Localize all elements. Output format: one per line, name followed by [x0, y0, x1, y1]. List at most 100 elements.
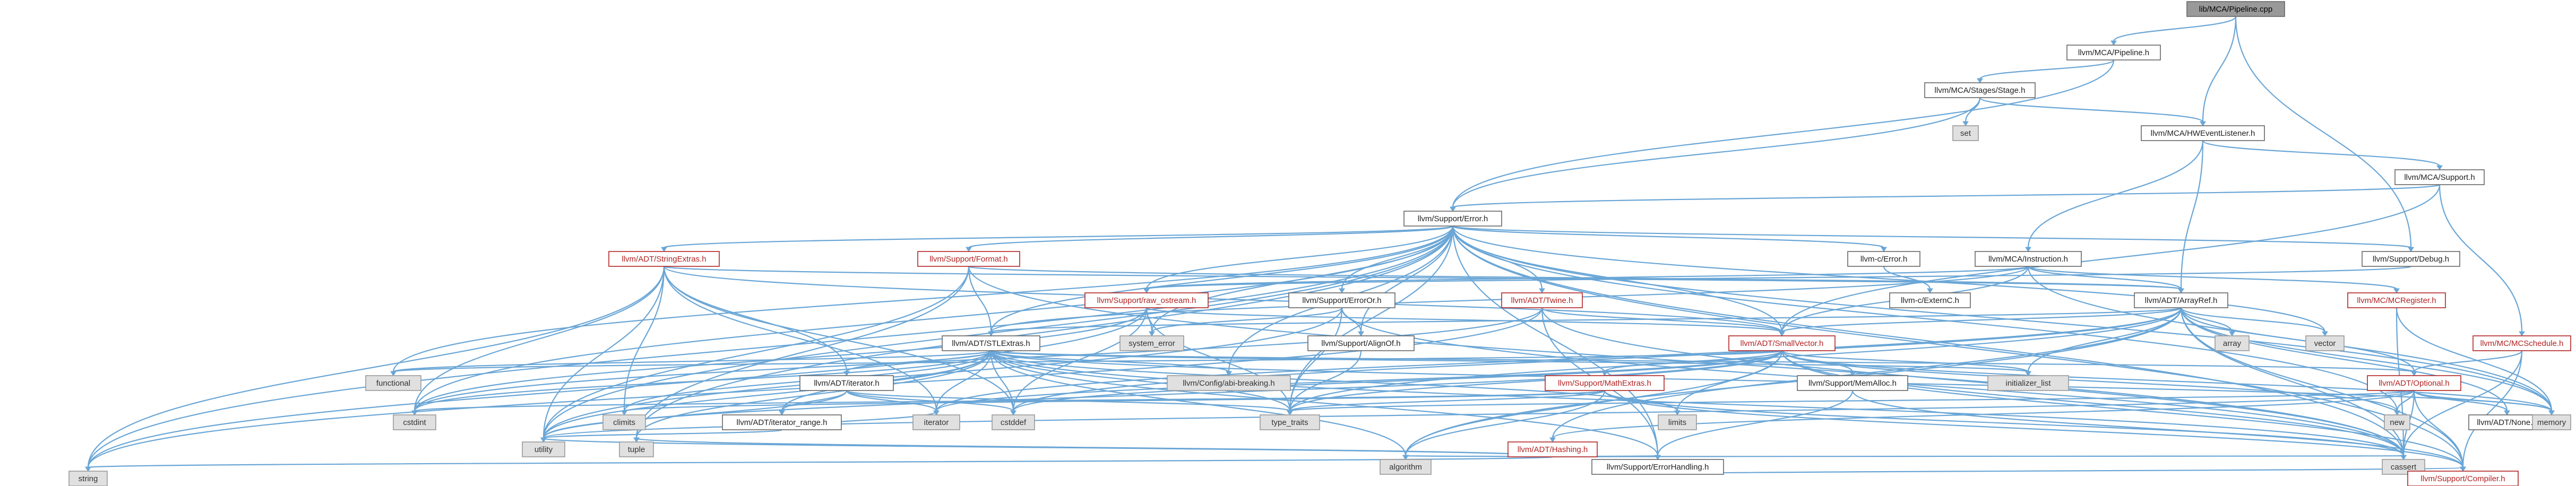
graph-edge [1452, 225, 2553, 412]
graph-edge [1541, 307, 1783, 333]
graph-node-hwevent-h[interactable]: llvm/MCA/HWEventListener.h [2141, 125, 2265, 141]
graph-node-stage-h[interactable]: llvm/MCA/Stages/Stage.h [1924, 82, 2036, 98]
graph-node-string: string [68, 471, 108, 486]
graph-node-iterator-h[interactable]: llvm/ADT/iterator.h [799, 375, 894, 391]
graph-node-format-h[interactable]: llvm/Support/Format.h [917, 251, 1020, 267]
graph-node-arrayref-h[interactable]: llvm/ADT/ArrayRef.h [2134, 292, 2228, 308]
graph-node-optional-h[interactable]: llvm/ADT/Optional.h [2367, 375, 2461, 391]
graph-node-label: limits [1668, 418, 1686, 427]
graph-node-box [1797, 375, 1908, 391]
graph-edge [2413, 390, 2553, 412]
graph-node-label: set [1960, 129, 1971, 138]
graph-node-c-externc-h[interactable]: llvm-c/ExternC.h [1889, 292, 1971, 308]
graph-edge-arrowhead [2460, 466, 2466, 472]
graph-node-cstdint: cstdint [393, 414, 436, 430]
graph-edge [392, 350, 1783, 373]
graph-edge [413, 266, 665, 412]
graph-edge-arrowhead [1143, 288, 1150, 293]
graph-edge [1552, 390, 2415, 439]
graph-node-box [1260, 414, 1320, 430]
graph-edge-arrowhead [1402, 455, 1409, 460]
graph-node-box [992, 414, 1035, 430]
graph-node-box [1545, 375, 1665, 391]
graph-node-hashing-h[interactable]: llvm/ADT/Hashing.h [1507, 441, 1598, 457]
graph-edge [846, 389, 1014, 412]
graph-edge [663, 266, 848, 372]
graph-edge [1145, 307, 1291, 412]
graph-node-label: string [79, 474, 98, 483]
graph-edge [1452, 59, 2115, 208]
graph-node-compiler-h[interactable]: llvm/Support/Compiler.h [2407, 471, 2519, 486]
graph-node-error-h[interactable]: llvm/Support/Error.h [1403, 211, 1502, 227]
graph-edge-arrowhead [1010, 410, 1016, 415]
graph-node-support-h[interactable]: llvm/MCA/Support.h [2394, 169, 2485, 185]
graph-node-box [2407, 471, 2519, 486]
graph-node-erroror-h[interactable]: llvm/Support/ErrorOr.h [1288, 292, 1395, 308]
graph-node-box [912, 414, 960, 430]
graph-edge [1851, 390, 2464, 468]
graph-edge [2113, 16, 2237, 42]
graph-node-mcschedule-h[interactable]: llvm/MC/MCSchedule.h [2472, 335, 2571, 351]
graph-node-c-error-h[interactable]: llvm-c/Error.h [1847, 251, 1920, 267]
graph-node-twine-h[interactable]: llvm/ADT/Twine.h [1501, 292, 1583, 308]
graph-node-smallvector-h[interactable]: llvm/ADT/SmallVector.h [1728, 335, 1836, 351]
graph-node-box [1952, 125, 1979, 141]
graph-node-memalloc-h[interactable]: llvm/Support/MemAlloc.h [1797, 375, 1908, 391]
graph-node-raw-ostream-h[interactable]: llvm/Support/raw_ostream.h [1084, 292, 1209, 308]
graph-node-climits: climits [602, 414, 646, 430]
graph-edge [542, 225, 1454, 439]
graph-edge-arrowhead [779, 410, 785, 415]
graph-node-stringextras-h[interactable]: llvm/ADT/StringExtras.h [608, 251, 720, 267]
graph-edge [990, 350, 1678, 412]
graph-node-mathextras-h[interactable]: llvm/Support/MathExtras.h [1545, 375, 1665, 391]
graph-node-label: system_error [1128, 339, 1175, 348]
graph-nodes: lib/MCA/Pipeline.cpp llvm/MCA/Pipeline.h l… [68, 1, 2571, 486]
graph-node-box [1307, 335, 1415, 351]
graph-edge [846, 390, 937, 412]
graph-node-tuple: tuple [619, 441, 654, 457]
graph-node-pipeline-h[interactable]: llvm/MCA/Pipeline.h [2066, 45, 2161, 60]
graph-edge-arrowhead [621, 410, 627, 415]
graph-edge-arrowhead [2110, 40, 2117, 46]
graph-edge [1151, 307, 1343, 333]
graph-edge [990, 350, 1659, 456]
graph-node-instruction-h[interactable]: llvm/MCA/Instruction.h [1975, 251, 2082, 267]
graph-node-label: llvm/Support/ErrorHandling.h [1607, 463, 1709, 472]
graph-edge-arrowhead [1779, 331, 1785, 336]
graph-edge [1405, 390, 1606, 456]
graph-edge-arrowhead [2411, 371, 2417, 376]
graph-node-label: cassert [2391, 463, 2417, 472]
graph-node-stlextras-h[interactable]: llvm/ADT/STLExtras.h [942, 335, 1040, 351]
graph-node-alignof-h[interactable]: llvm/Support/AlignOf.h [1307, 335, 1415, 351]
graph-node-label: llvm-c/Error.h [1860, 255, 1907, 264]
graph-edge [2027, 307, 2182, 372]
graph-node-root[interactable]: lib/MCA/Pipeline.cpp [2186, 1, 2285, 17]
graph-node-iterator-range-h[interactable]: llvm/ADT/iterator_range.h [722, 414, 842, 430]
graph-node-label: llvm/ADT/StringExtras.h [622, 255, 706, 264]
graph-node-system-error: system_error [1119, 335, 1184, 351]
graph-edge-arrowhead [2178, 288, 2184, 293]
graph-edge [413, 389, 1606, 412]
graph-edge-arrowhead [966, 247, 972, 252]
graph-node-label: functional [376, 379, 410, 388]
graph-edge-arrowhead [2393, 288, 2400, 293]
graph-node-box [2141, 125, 2265, 141]
graph-node-mcregister-h[interactable]: llvm/MC/MCRegister.h [2347, 292, 2446, 308]
graph-node-label: llvm/ADT/iterator.h [814, 379, 879, 388]
graph-node-label: iterator [924, 418, 949, 427]
graph-node-box [1507, 441, 1598, 457]
graph-node-memory: memory [2532, 414, 2571, 430]
graph-node-debug-h[interactable]: llvm/Support/Debug.h [2362, 251, 2460, 267]
graph-node-label: climits [613, 418, 635, 427]
graph-edge [1289, 389, 2415, 412]
graph-edge [1452, 225, 2412, 249]
graph-node-box [1889, 292, 1971, 308]
graph-node-errorhandling-h[interactable]: llvm/Support/ErrorHandling.h [1591, 459, 1724, 475]
graph-edge [1452, 225, 2398, 412]
graph-node-box [1084, 292, 1209, 308]
graph-node-box [1847, 251, 1920, 267]
graph-node-label: llvm/Support/AlignOf.h [1321, 339, 1400, 348]
graph-node-box [619, 441, 654, 457]
graph-edge [1289, 350, 1783, 412]
graph-node-label: new [2390, 418, 2405, 427]
